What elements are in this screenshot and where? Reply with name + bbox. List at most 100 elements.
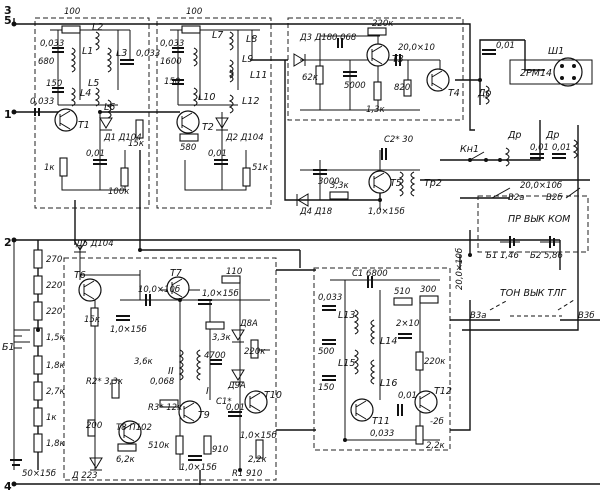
label-t9: Т9 (198, 410, 210, 421)
resistor-r2 (111, 379, 120, 399)
resistor-270 (33, 249, 43, 269)
label-r220k-c: 220к (424, 357, 446, 367)
block-audio-amp-parts (293, 27, 450, 111)
label-v2b: В2б (546, 193, 562, 203)
label-l5: L5 (88, 78, 99, 89)
label-r36k: 3,6к (134, 357, 154, 367)
label-c0068-b: 0,068 (150, 377, 175, 387)
label-c1-star: С1* (216, 397, 232, 407)
switch-assembly (468, 151, 589, 317)
label-l8: L8 (246, 34, 257, 45)
battery-b1 (14, 329, 30, 349)
label-r62k: 62к (302, 73, 319, 83)
label-t10: Т10 (264, 390, 282, 401)
terminal-5-label: 5 (4, 14, 12, 27)
label-l9: L9 (242, 54, 253, 65)
label-c001-g: 0,01 (398, 391, 417, 401)
resistor-510 (393, 297, 413, 306)
terminal-2-label: 2 (4, 236, 12, 249)
label-l4: L4 (80, 88, 91, 99)
label-c0033-d: 0,033 (160, 39, 184, 49)
label-c20x10: 20,0×10 (398, 43, 435, 53)
label-v20: -2б (430, 417, 444, 427)
resistor-220k-b (250, 339, 259, 359)
label-r1k-2: 1к (46, 413, 57, 423)
label-c150-a: 150 (46, 79, 62, 89)
label-c001-b: 0,01 (208, 149, 227, 159)
inductor-l5 (94, 87, 100, 107)
resistor-220k-c (415, 351, 424, 371)
label-c2-30: С2* 30 (384, 135, 413, 145)
label-c20x10-b: 20,0×10б (520, 181, 562, 191)
label-r100k: 100к (108, 187, 130, 197)
label-c001-e: 0,01 (552, 143, 571, 153)
label-b1: Б1 (2, 342, 15, 353)
label-c150-c: 150 (318, 383, 334, 393)
resistor-2-2k-b (415, 425, 424, 445)
label-transformer-ii: II (168, 366, 174, 377)
resistor-820 (403, 79, 412, 97)
headphone-jack-sh1 (553, 57, 583, 87)
resistor-100-b (181, 25, 201, 34)
diode-d5 (73, 239, 87, 253)
block-tone-generator-parts (322, 276, 440, 445)
label-t3: Т3 (392, 54, 404, 65)
label-t7: Т7 (170, 268, 182, 279)
label-c150-b: 150 (164, 77, 180, 87)
inductor-l8 (228, 31, 234, 51)
label-r6-2k: 6,2к (116, 455, 136, 465)
label-c10x15-d: 1,0×15б (180, 463, 217, 473)
resistor-580 (179, 133, 199, 142)
diode-d4 (296, 193, 309, 207)
label-r2: R2* 3,3к (86, 377, 124, 387)
label-d1: Д1 Д104 (103, 133, 142, 143)
junction-dots (11, 21, 502, 487)
resistor-1-8k-b (33, 433, 43, 453)
label-r510k: 510к (148, 441, 170, 451)
transistor-t6 (78, 278, 102, 302)
resistor-51k (242, 167, 251, 187)
transformer-tr2-secondary (410, 171, 416, 197)
resistor-2-7k (33, 381, 43, 401)
transistor-t1 (54, 108, 78, 132)
resistor-100k (120, 167, 129, 187)
label-t5: Т5 (390, 178, 402, 189)
inductor-l15 (353, 349, 359, 375)
label-c001-d: 0,01 (530, 143, 549, 153)
inductor-l14 (370, 319, 376, 345)
block-oscillator-parts (73, 239, 270, 471)
label-r100-b: 100 (186, 7, 202, 17)
label-battery-b1: Б1 1,46 (486, 251, 519, 261)
label-c0033-c: 0,033 (136, 49, 160, 59)
resistor-220k (367, 27, 387, 36)
label-v2a: В2а (508, 193, 524, 203)
label-r510: 510 (394, 287, 410, 297)
label-r300: 300 (420, 285, 436, 295)
inductor-l4 (70, 87, 76, 107)
label-d4: Д4 Д18 (299, 207, 333, 217)
label-r100-a: 100 (64, 7, 80, 17)
headphone-box (509, 59, 593, 85)
label-d8a: Д8А (239, 319, 258, 329)
resistor-15k (135, 119, 144, 139)
label-c0033-e: 0,033 (318, 293, 342, 303)
block-rf-mixer-1-parts (34, 25, 144, 191)
label-r910: 910 (212, 445, 228, 455)
label-t1: Т1 (78, 120, 90, 131)
label-battery-b2: Б2 5,86 (530, 251, 563, 261)
label-l3: L3 (116, 48, 127, 59)
label-c3000: 3000 (318, 177, 340, 187)
inductor-l11 (228, 69, 234, 83)
label-dr-2: Др (507, 130, 521, 141)
label-c20x10-c: 20,0×10б (455, 248, 465, 290)
label-r2-2k: 2,2к (248, 455, 268, 465)
resistor-1k (59, 157, 68, 177)
label-v3a: В3а (470, 311, 486, 321)
label-r15k-b: 15к (84, 315, 101, 325)
block-detector-parts (296, 49, 593, 210)
inductor-l10 (192, 87, 198, 107)
transistor-t4 (426, 68, 450, 92)
block-audio-amp (287, 17, 464, 121)
block-tone-generator (313, 267, 451, 451)
label-v3b: В3б (578, 311, 594, 321)
